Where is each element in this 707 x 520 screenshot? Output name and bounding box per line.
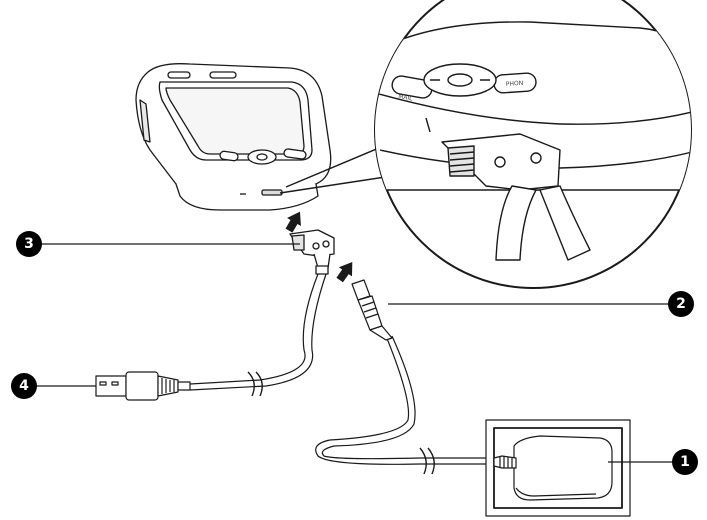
insert-arrow-icon <box>336 261 353 283</box>
callout-4-number: 4 <box>19 378 29 394</box>
callout-1-number: 1 <box>680 454 690 470</box>
usb-plug-icon <box>95 371 191 401</box>
callout-leader-lines <box>36 243 672 463</box>
callout-3-number: 3 <box>24 236 34 252</box>
mail-button-label: MAIL <box>398 93 414 103</box>
callout-4: 4 <box>11 373 37 399</box>
callout-1: 1 <box>672 449 698 475</box>
phone-button-label: PHON <box>506 80 524 88</box>
callout-3: 3 <box>16 231 42 257</box>
callout-2-number: 2 <box>676 296 686 312</box>
ac-adapter-icon <box>485 419 631 517</box>
magnifier-icon: MAIL PHON <box>279 0 692 289</box>
pda-device-icon <box>135 63 332 211</box>
power-jack-icon <box>351 279 393 341</box>
insert-arrow-icon <box>285 211 301 233</box>
sync-connector-icon <box>289 229 335 275</box>
cable-lines <box>189 273 494 475</box>
callout-2: 2 <box>668 291 694 317</box>
